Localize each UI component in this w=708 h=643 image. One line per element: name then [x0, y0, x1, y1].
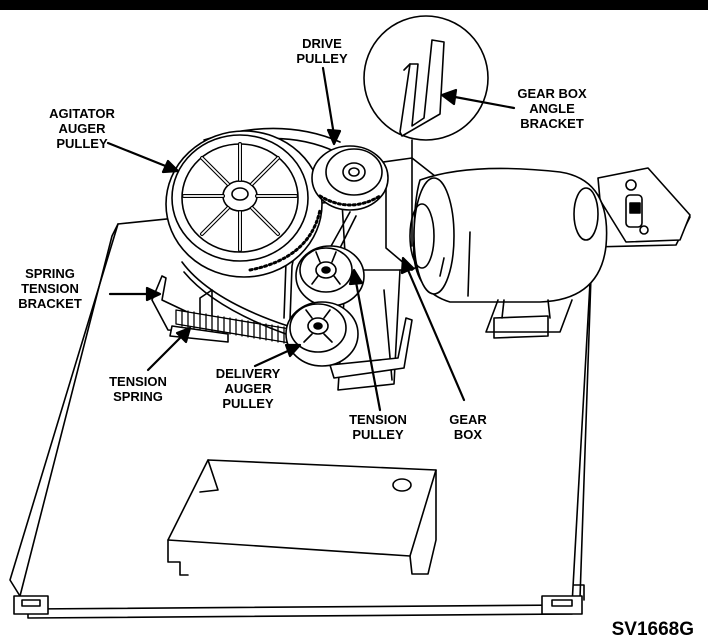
detail-magnifier — [363, 15, 489, 159]
agitator-auger-pulley — [165, 130, 323, 278]
tension-spring — [175, 309, 297, 345]
figure-code: SV1668G — [611, 619, 694, 640]
drive-pulley — [311, 145, 389, 211]
top-rule — [0, 0, 708, 10]
motor — [409, 167, 608, 339]
tension-pulley — [295, 245, 365, 307]
delivery-auger-pulley — [285, 301, 359, 367]
base-foot-left — [13, 595, 49, 615]
leader-arrows — [106, 66, 516, 412]
base-foot-right — [541, 584, 585, 615]
center-bracket — [167, 459, 437, 576]
